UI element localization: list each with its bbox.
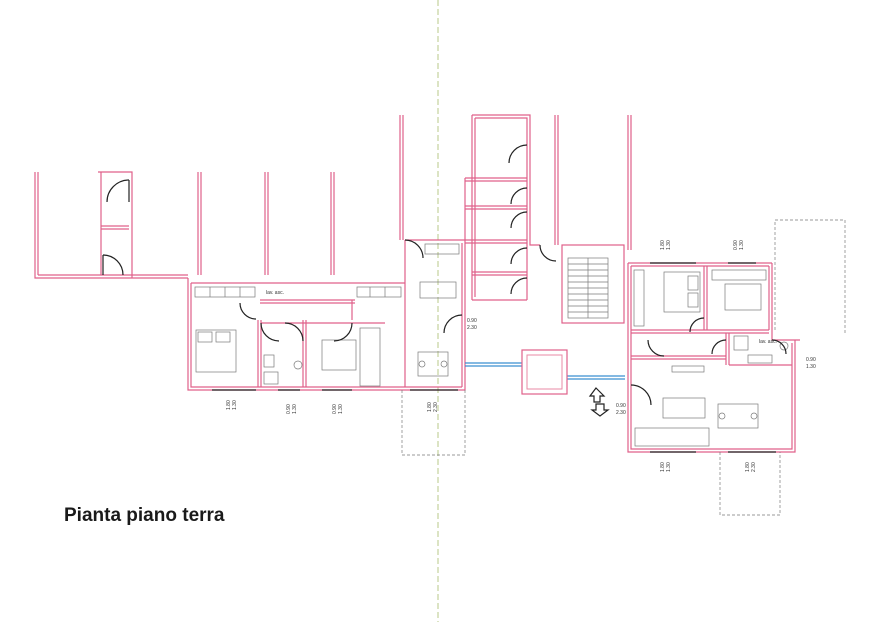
dim-w7-b: 1.30 bbox=[666, 462, 672, 472]
left-apartment-doors bbox=[239, 239, 463, 342]
dim-d2-a: 0.90 bbox=[616, 403, 626, 409]
svg-text:0.90: 0.90 bbox=[286, 404, 292, 414]
svg-text:0.90: 0.90 bbox=[332, 404, 338, 414]
cellar-block bbox=[464, 114, 632, 301]
svg-text:1.30: 1.30 bbox=[739, 240, 745, 250]
right-apartment bbox=[627, 262, 800, 453]
cellar-doors bbox=[508, 144, 557, 295]
dim-w2-b: 1.30 bbox=[292, 404, 298, 414]
svg-text:1.30: 1.30 bbox=[666, 462, 672, 472]
dim-d2-b: 2.30 bbox=[616, 410, 626, 416]
dim-w7-a: 1.80 bbox=[660, 462, 666, 472]
central-pillar bbox=[521, 349, 568, 395]
label-lav-asc-left: lav. asc. bbox=[266, 290, 284, 296]
plan-title: Pianta piano terra bbox=[64, 505, 225, 526]
svg-text:1.30: 1.30 bbox=[338, 404, 344, 414]
dimension-labels: 1.80 1.30 0.90 1.30 0.90 1.30 1.80 2.30 … bbox=[226, 240, 816, 472]
garage-doors bbox=[102, 179, 130, 276]
dim-d1-b: 2.30 bbox=[467, 325, 477, 331]
right-bottom-terrace bbox=[719, 452, 781, 516]
dim-w9-a: 0.90 bbox=[806, 357, 816, 363]
staircase bbox=[561, 244, 625, 324]
dim-w4-a: 1.80 bbox=[427, 402, 433, 412]
right-apartment-doors bbox=[630, 317, 787, 406]
svg-text:1.80: 1.80 bbox=[745, 462, 751, 472]
dim-w5-a: 1.80 bbox=[660, 240, 666, 250]
svg-text:1.30: 1.30 bbox=[666, 240, 672, 250]
svg-text:1.30: 1.30 bbox=[292, 404, 298, 414]
entrance-arrow-icon bbox=[588, 387, 610, 417]
dim-w6-b: 1.30 bbox=[739, 240, 745, 250]
dim-w1-a: 1.80 bbox=[226, 400, 232, 410]
right-top-terrace bbox=[774, 219, 846, 335]
dim-w2-a: 0.90 bbox=[286, 404, 292, 414]
dim-w8-a: 1.80 bbox=[745, 462, 751, 472]
svg-text:2.30: 2.30 bbox=[433, 402, 439, 412]
dim-w1-b: 1.30 bbox=[232, 400, 238, 410]
window-openings bbox=[212, 262, 776, 453]
svg-text:1.80: 1.80 bbox=[660, 240, 666, 250]
garage-walls bbox=[34, 115, 404, 279]
dim-w5-b: 1.30 bbox=[666, 240, 672, 250]
left-terrace bbox=[401, 390, 466, 456]
dim-d1-a: 0.90 bbox=[467, 318, 477, 324]
dim-w3-a: 0.90 bbox=[332, 404, 338, 414]
svg-text:1.80: 1.80 bbox=[427, 402, 433, 412]
dim-w4-b: 2.30 bbox=[433, 402, 439, 412]
svg-text:1.80: 1.80 bbox=[660, 462, 666, 472]
dim-w3-b: 1.30 bbox=[338, 404, 344, 414]
svg-text:0.90: 0.90 bbox=[733, 240, 739, 250]
label-lav-asc-right: lav. asc. bbox=[759, 339, 777, 345]
dim-w8-b: 2.30 bbox=[751, 462, 757, 472]
dim-w9-b: 1.30 bbox=[806, 364, 816, 370]
svg-text:1.30: 1.30 bbox=[232, 400, 238, 410]
dim-w6-a: 0.90 bbox=[733, 240, 739, 250]
svg-text:1.80: 1.80 bbox=[226, 400, 232, 410]
svg-text:2.30: 2.30 bbox=[751, 462, 757, 472]
left-apartment bbox=[187, 239, 466, 391]
